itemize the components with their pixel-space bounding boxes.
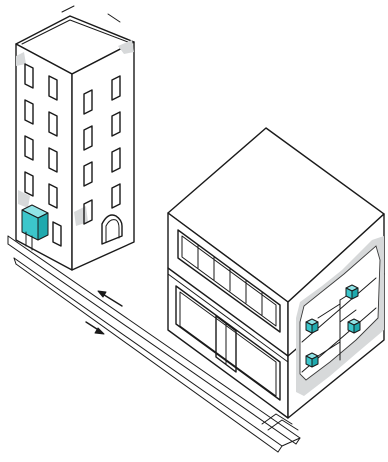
commercial-building [168,128,384,418]
equipment-unit [306,319,318,333]
flow-arrow-toward-building [86,322,104,334]
equipment-unit [306,353,318,367]
equipment-unit [346,285,358,299]
equipment-unit [348,319,360,333]
flow-arrow-toward-tower [98,291,122,306]
